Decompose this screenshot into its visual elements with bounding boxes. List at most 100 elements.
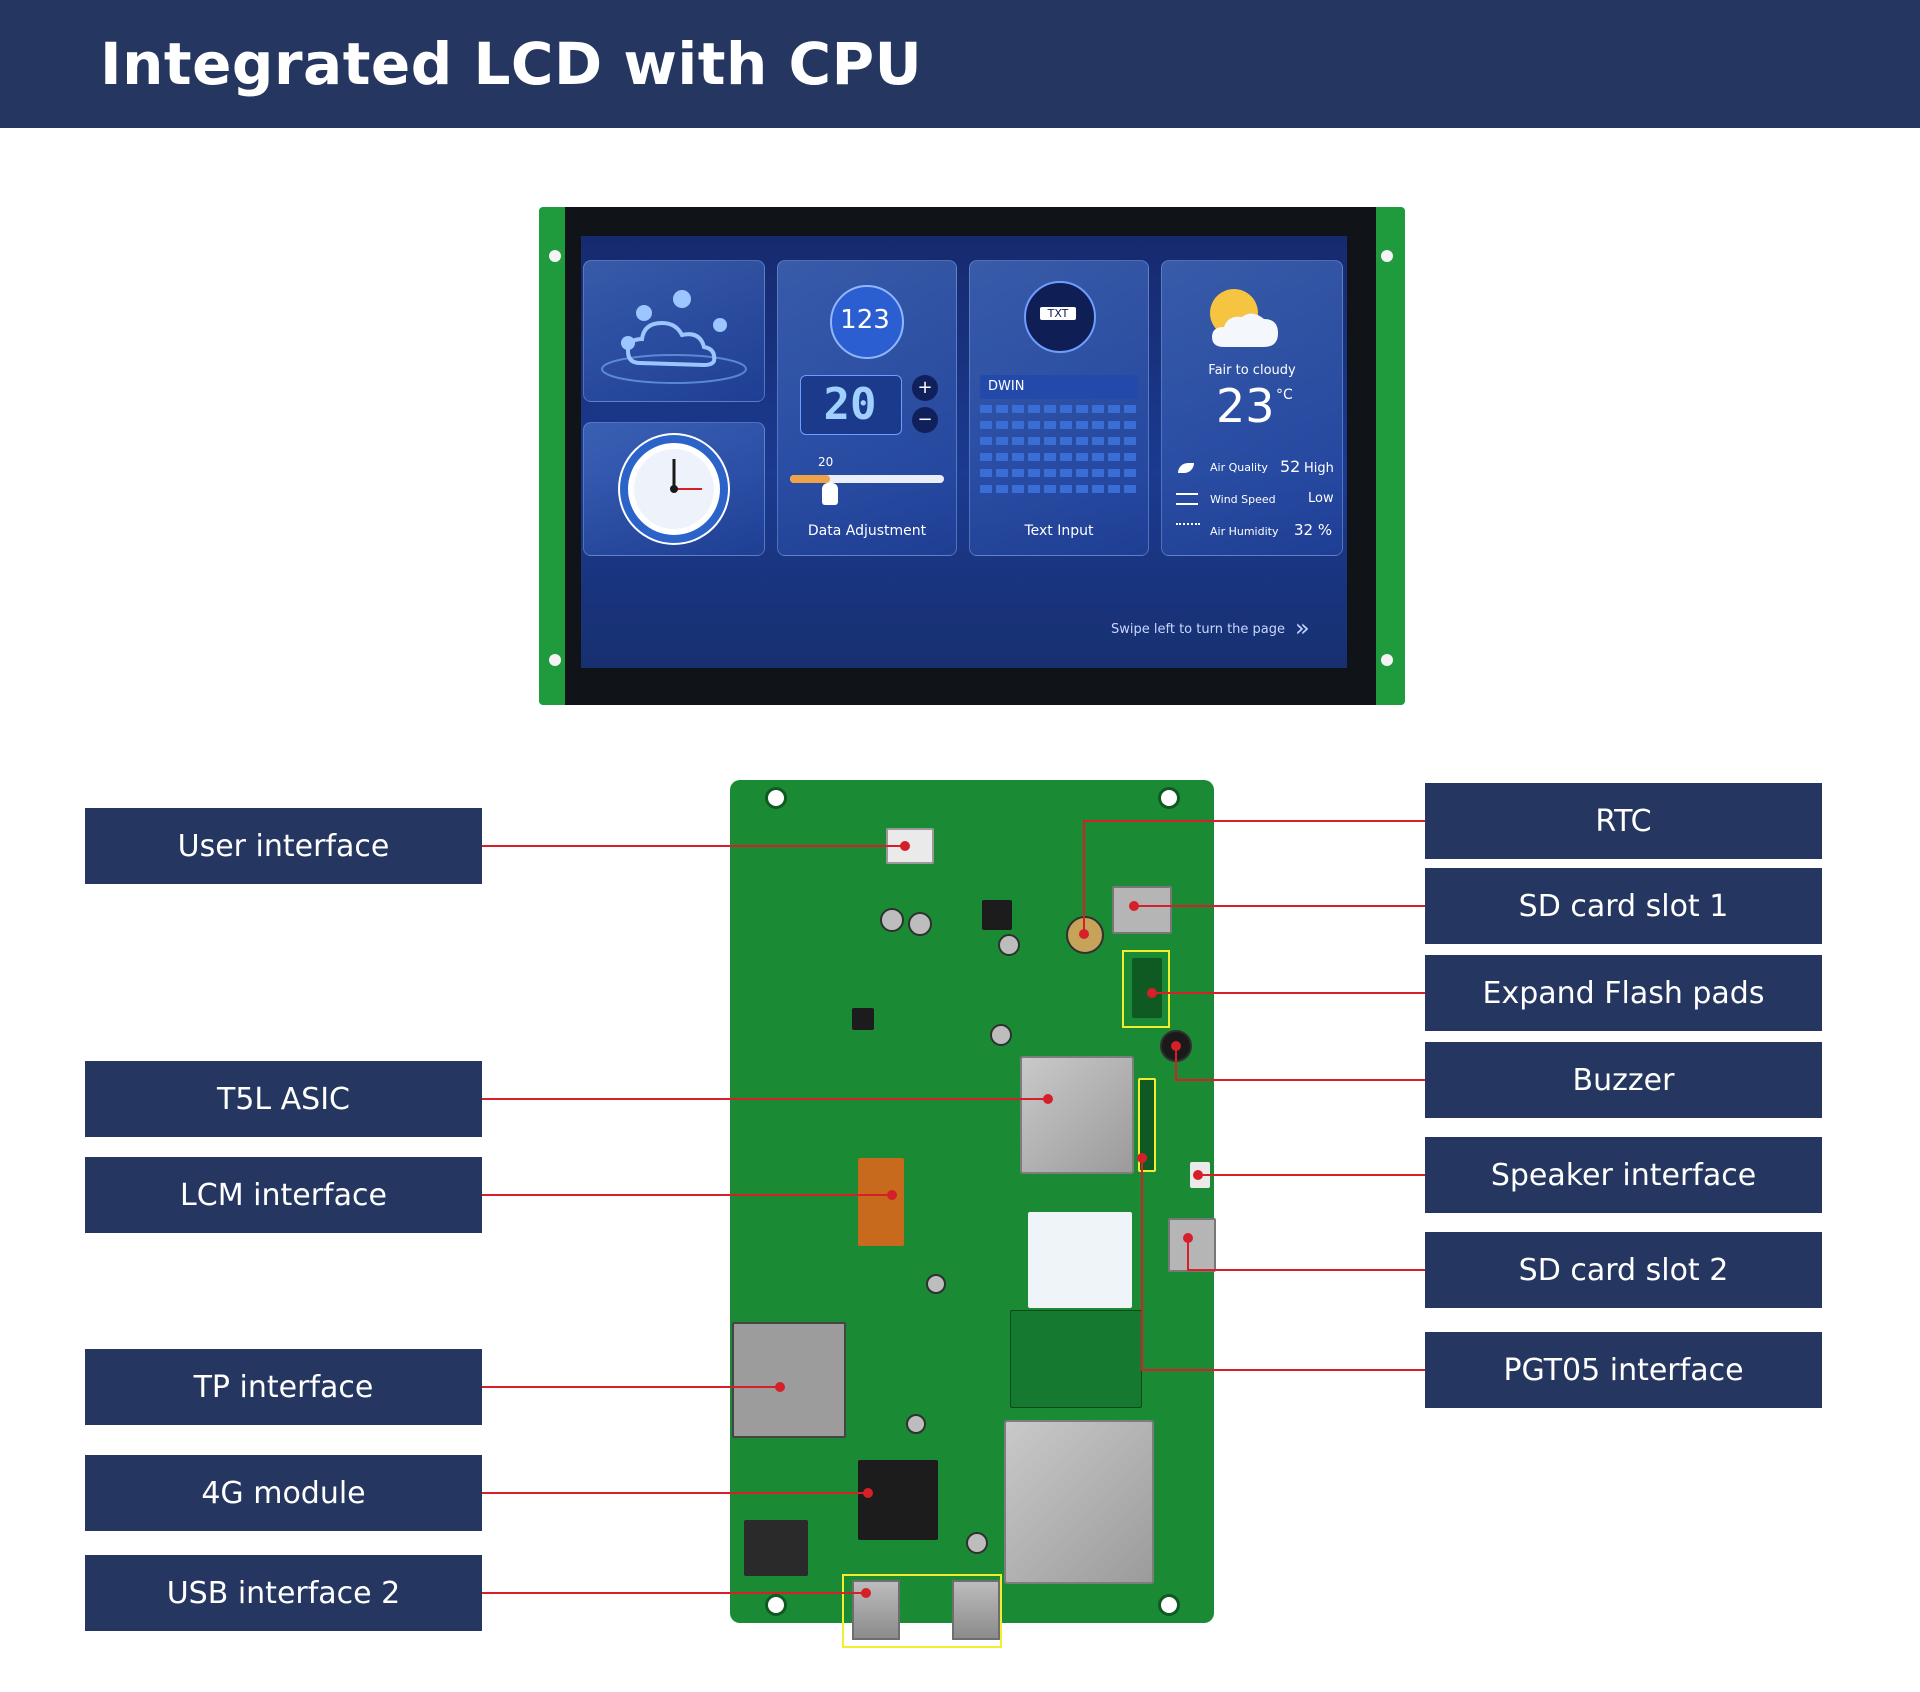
keyboard-key[interactable] xyxy=(1092,469,1104,477)
swipe-hint: Swipe left to turn the page xyxy=(1111,622,1286,637)
text-field[interactable] xyxy=(980,375,1138,399)
keyboard-key[interactable] xyxy=(1092,405,1104,413)
pcb-mount-hole xyxy=(1158,1594,1180,1616)
keyboard-key[interactable] xyxy=(1028,453,1040,461)
increment-button[interactable]: + xyxy=(912,375,938,401)
mount-hole xyxy=(1381,654,1393,666)
keyboard-key[interactable] xyxy=(1012,485,1024,493)
keyboard-key[interactable] xyxy=(996,437,1008,445)
keyboard-key[interactable] xyxy=(1044,421,1056,429)
text-input-label: Text Input xyxy=(1024,523,1094,539)
pcb-mount-hole xyxy=(765,787,787,809)
keyboard-key[interactable] xyxy=(1060,437,1072,445)
keyboard-key[interactable] xyxy=(996,469,1008,477)
keyboard-key[interactable] xyxy=(996,453,1008,461)
keyboard-key[interactable] xyxy=(1044,405,1056,413)
keyboard-key[interactable] xyxy=(1076,453,1088,461)
keyboard-key[interactable] xyxy=(1028,437,1040,445)
keyboard-key[interactable] xyxy=(1124,437,1136,445)
keyboard-key[interactable] xyxy=(1092,453,1104,461)
callout-expand-flash-pads: Expand Flash pads xyxy=(1425,955,1822,1031)
keyboard-key[interactable] xyxy=(1076,405,1088,413)
keyboard-key[interactable] xyxy=(1012,453,1024,461)
lcd-screen: 123 20 + − 20 Data Adjustment TXT DWIN T… xyxy=(581,236,1347,668)
keyboard-key[interactable] xyxy=(1012,437,1024,445)
text-field-value: DWIN xyxy=(988,379,1025,394)
keyboard-key[interactable] xyxy=(1108,453,1120,461)
clock-icon xyxy=(618,433,730,545)
keyboard-key[interactable] xyxy=(1076,469,1088,477)
keyboard-key[interactable] xyxy=(1108,405,1120,413)
keyboard-key[interactable] xyxy=(980,469,992,477)
humidity-label: Air Humidity xyxy=(1210,525,1279,538)
data-adjustment-label: Data Adjustment xyxy=(807,523,927,539)
usb-port-1 xyxy=(852,1580,900,1640)
keyboard-key[interactable] xyxy=(1076,421,1088,429)
keyboard-key[interactable] xyxy=(1076,485,1088,493)
keyboard-key[interactable] xyxy=(1028,485,1040,493)
keyboard-key[interactable] xyxy=(1028,469,1040,477)
keyboard-key[interactable] xyxy=(1092,421,1104,429)
keyboard-key[interactable] xyxy=(1124,405,1136,413)
keyboard-key[interactable] xyxy=(980,437,992,445)
keyboard-key[interactable] xyxy=(1108,469,1120,477)
keyboard-key[interactable] xyxy=(1124,485,1136,493)
keyboard-key[interactable] xyxy=(1012,469,1024,477)
speaker-interface-connector xyxy=(1190,1162,1210,1188)
keyboard-key[interactable] xyxy=(996,485,1008,493)
humidity-icon xyxy=(1176,523,1200,533)
keyboard-key[interactable] xyxy=(1028,421,1040,429)
callout-buzzer: Buzzer xyxy=(1425,1042,1822,1118)
wind-speed-value: Low xyxy=(1308,491,1334,506)
keyboard-key[interactable] xyxy=(1076,437,1088,445)
keyboard-key[interactable] xyxy=(980,485,992,493)
keyboard-key[interactable] xyxy=(1012,421,1024,429)
keyboard-key[interactable] xyxy=(1012,405,1024,413)
keyboard-key[interactable] xyxy=(1028,405,1040,413)
keyboard-key[interactable] xyxy=(1044,437,1056,445)
humidity-value: 32 % xyxy=(1294,521,1333,539)
wind-speed-label: Wind Speed xyxy=(1210,493,1276,506)
keyboard-key[interactable] xyxy=(1060,453,1072,461)
keyboard-key[interactable] xyxy=(1092,437,1104,445)
callout-tp-interface: TP interface xyxy=(85,1349,482,1425)
decrement-button[interactable]: − xyxy=(912,407,938,433)
keyboard-key[interactable] xyxy=(996,421,1008,429)
sd-card-slot-2 xyxy=(1168,1218,1216,1272)
value-slider[interactable] xyxy=(790,475,944,483)
keyboard-key[interactable] xyxy=(1044,453,1056,461)
sd-card-slot-1 xyxy=(1112,886,1172,934)
keyboard-key[interactable] xyxy=(1060,469,1072,477)
buzzer xyxy=(1160,1030,1192,1062)
keyboard-key[interactable] xyxy=(1044,485,1056,493)
keyboard-key[interactable] xyxy=(1108,421,1120,429)
keyboard-key[interactable] xyxy=(1108,485,1120,493)
keyboard-key[interactable] xyxy=(996,405,1008,413)
keyboard-key[interactable] xyxy=(1092,485,1104,493)
cloud-tile xyxy=(583,260,765,402)
data-adjustment-tile[interactable]: 123 20 + − 20 Data Adjustment xyxy=(777,260,957,556)
callout-sd-card-slot-2: SD card slot 2 xyxy=(1425,1232,1822,1308)
keyboard-key[interactable] xyxy=(980,421,992,429)
keyboard-key[interactable] xyxy=(1124,469,1136,477)
keyboard-key[interactable] xyxy=(980,405,992,413)
keyboard-key[interactable] xyxy=(1124,453,1136,461)
keyboard-key[interactable] xyxy=(1108,437,1120,445)
usb-port-2 xyxy=(952,1580,1000,1640)
keyboard-key[interactable] xyxy=(1060,485,1072,493)
text-input-tile[interactable]: TXT DWIN Text Input xyxy=(969,260,1149,556)
value-display xyxy=(800,375,902,435)
on-screen-keyboard[interactable] xyxy=(980,405,1138,501)
keyboard-key[interactable] xyxy=(1124,421,1136,429)
keyboard-key[interactable] xyxy=(980,453,992,461)
double-chevron-right-icon[interactable]: » xyxy=(1295,614,1310,642)
capacitor xyxy=(906,1414,926,1434)
capacitor xyxy=(880,908,904,932)
keyboard-key[interactable] xyxy=(1044,469,1056,477)
wifi-module xyxy=(1010,1310,1142,1408)
keyboard-key[interactable] xyxy=(1060,421,1072,429)
callout-sd-card-slot-1: SD card slot 1 xyxy=(1425,868,1822,944)
4g-module-chip xyxy=(858,1460,938,1540)
keyboard-key[interactable] xyxy=(1060,405,1072,413)
callout-speaker-interface: Speaker interface xyxy=(1425,1137,1822,1213)
